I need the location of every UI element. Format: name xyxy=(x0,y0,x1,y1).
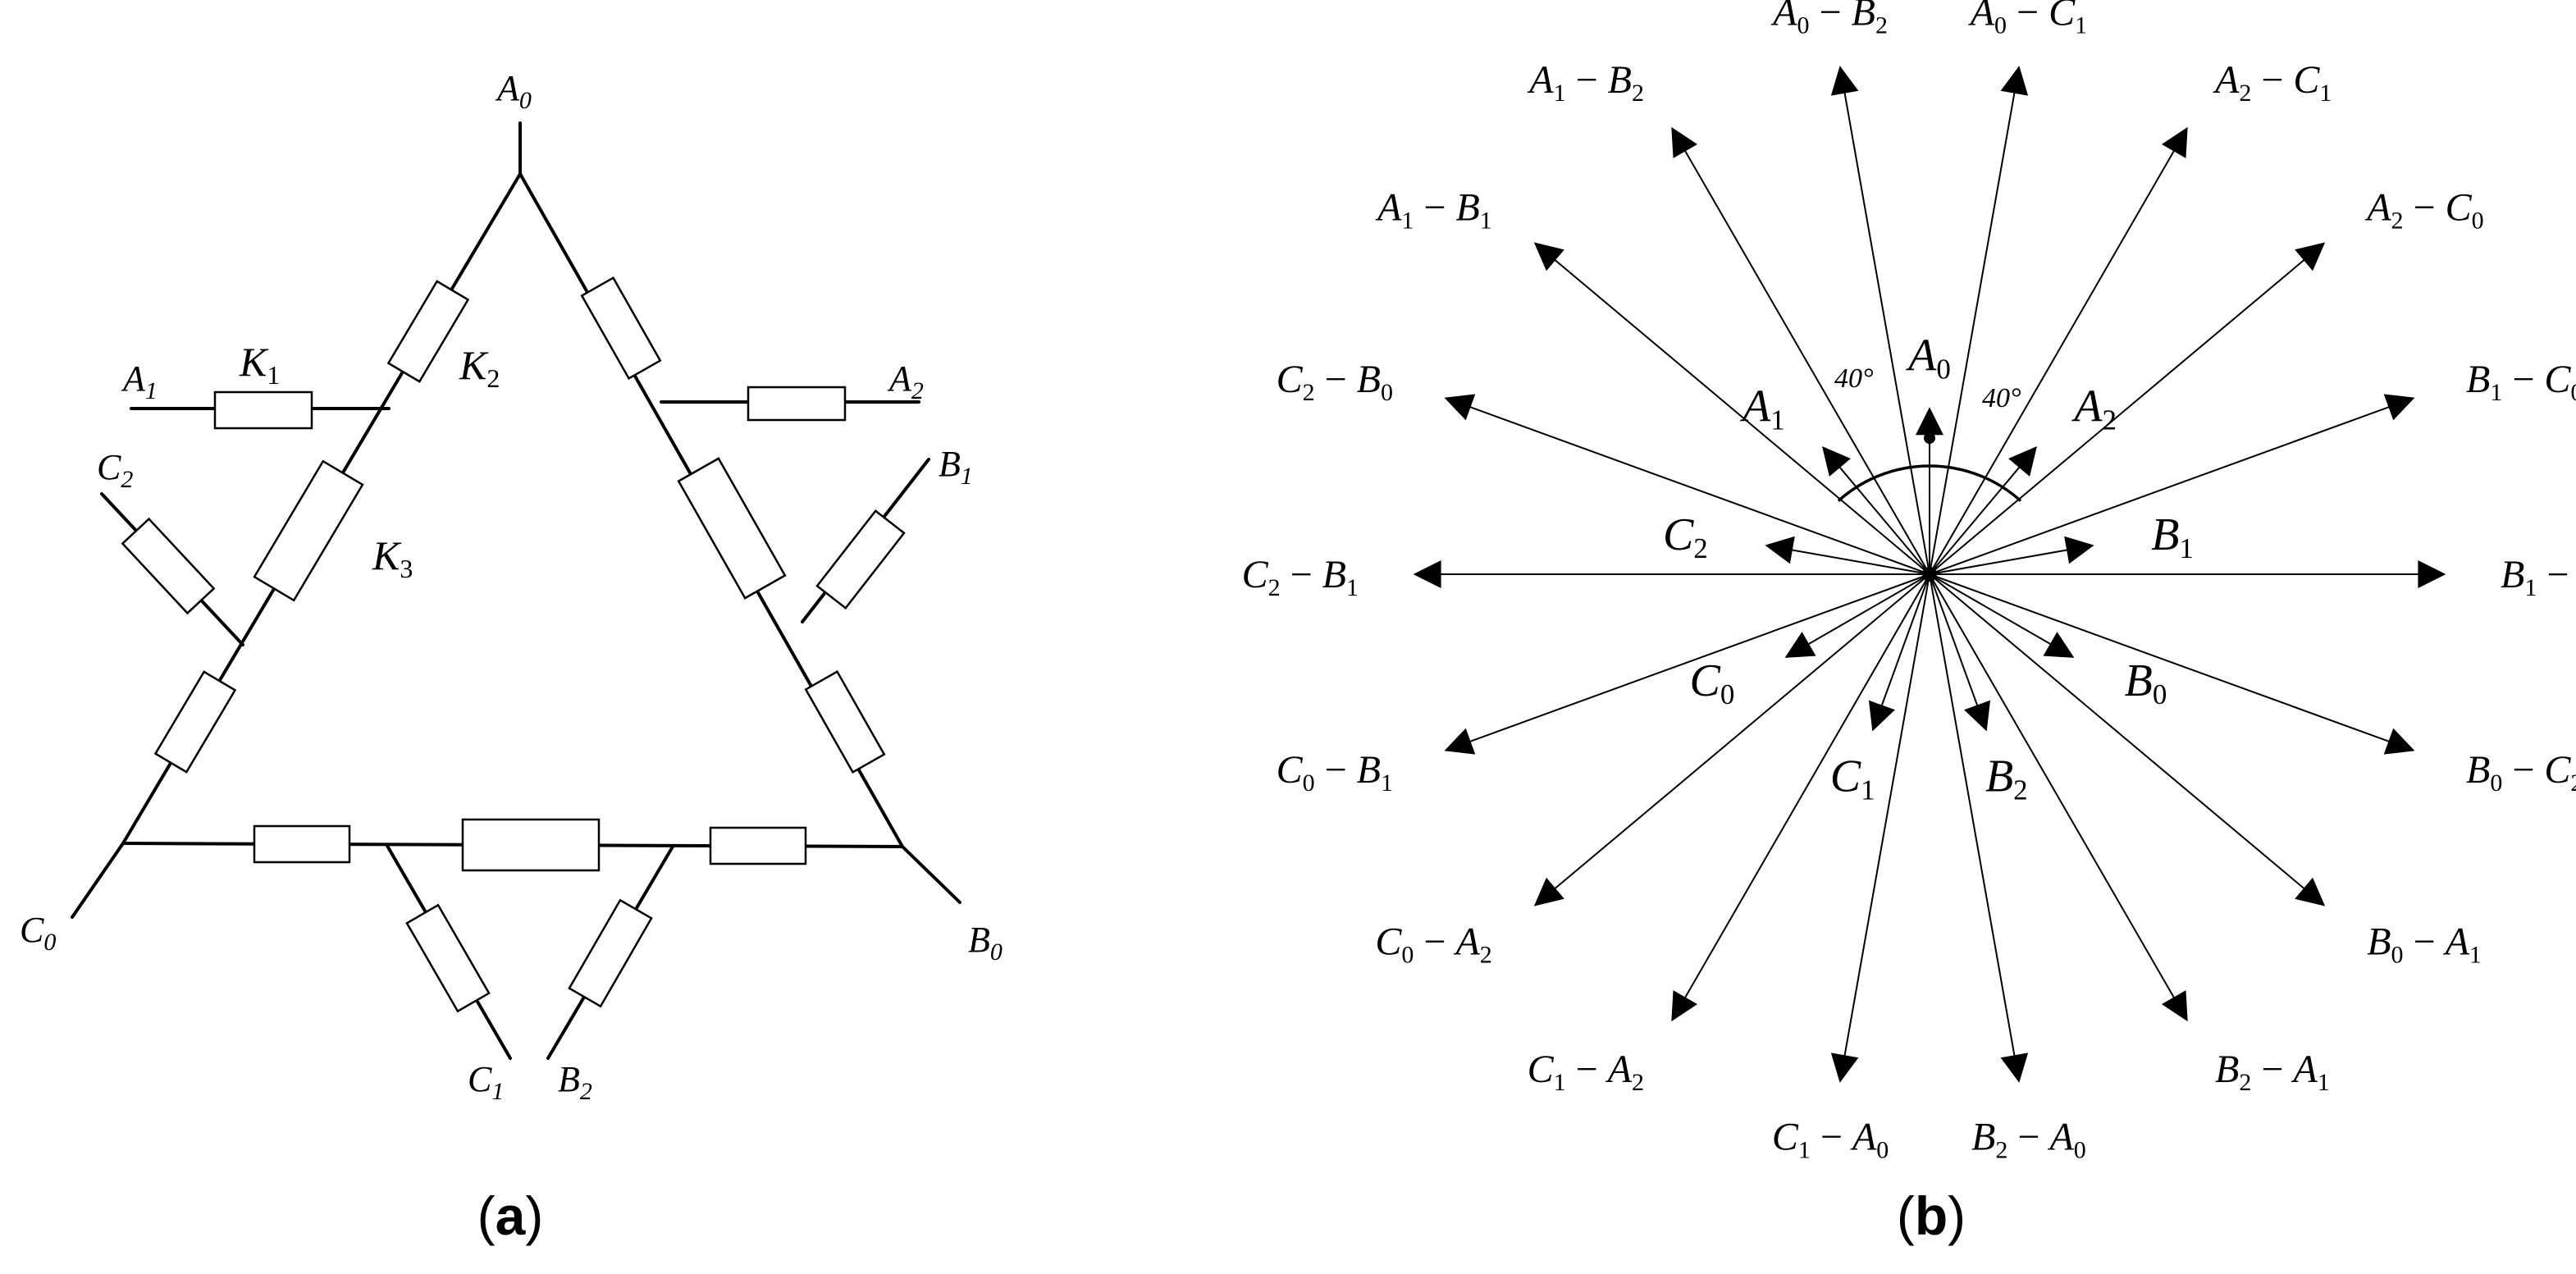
node-label-B0: B0 xyxy=(968,920,1003,966)
winding-circuit-diagram: A0 A1 A2 B0 B1 B2 C0 C1 C2 K1 K2 K3 (a) xyxy=(20,68,1003,1246)
phasor-arrow-A2-C0 xyxy=(1929,242,2326,575)
phasor-label-A2-C1: A2 − C1 xyxy=(2213,58,2332,107)
phasor-rays xyxy=(1413,66,2446,1083)
phasor-arrow-C1-A0 xyxy=(1830,573,1930,1083)
resistor-K3-left-mid xyxy=(253,459,364,602)
phasor-label-C1-A0: C1 − A0 xyxy=(1772,1115,1889,1163)
phasor-label-B0: B0 xyxy=(2125,655,2167,710)
lead-C0 xyxy=(71,842,125,919)
lead-B0 xyxy=(901,845,961,904)
phasor-arrow-C0-B1 xyxy=(1444,573,1930,755)
phasor-label-A1: A1 xyxy=(1739,381,1785,436)
phasor-arrow-C2-B0 xyxy=(1444,394,1930,575)
coefficient-label-K2: K2 xyxy=(459,342,500,393)
phasor-label-C0-B1: C0 − B1 xyxy=(1277,748,1393,797)
phasor-arrow-B0-C2 xyxy=(1929,573,2415,755)
phasor-label-B0-C2: B0 − C2 xyxy=(2466,748,2576,797)
phasor-label-A0-C1: A0 − C1 xyxy=(1968,0,2087,39)
phasor-arrow-B2-A0 xyxy=(1929,573,2029,1083)
phasor-label-C1-A2: C1 − A2 xyxy=(1528,1048,1644,1096)
phasor-label-A1-B2: A1 − B2 xyxy=(1527,58,1644,107)
phasor-arrow-C2 xyxy=(1765,536,1930,575)
phasor-arrow-C1-A2 xyxy=(1671,573,1930,1022)
phasor-label-C0-A2: C0 − A2 xyxy=(1375,920,1491,968)
resistor-bottom-right xyxy=(709,826,807,865)
phasor-label-B1-C2: B1 − C2 xyxy=(2501,553,2576,601)
phasor-arrow-B1 xyxy=(1929,536,2094,575)
resistor-B2-lead xyxy=(568,898,653,1008)
panel-b-caption: (b) xyxy=(1897,1185,1966,1246)
resistor-right-mid xyxy=(677,457,787,600)
resistor-bottom-left xyxy=(253,824,351,864)
phasor-label-B2-A1: B2 − A1 xyxy=(2215,1048,2330,1096)
phasor-label-B2: B2 xyxy=(1985,751,2028,806)
angle-arc-center-dot xyxy=(1924,432,1935,444)
phasor-arrow-A1-B1 xyxy=(1533,242,1930,575)
phasor-label-A0-B2: A0 − B2 xyxy=(1770,0,1888,39)
angle-label-right: 40° xyxy=(1982,383,2021,413)
resistor-left-bottom xyxy=(153,670,237,774)
phasor-arrow-B0-A1 xyxy=(1929,573,2326,906)
phasor-label-A0: A0 xyxy=(1905,331,1951,386)
resistor-A2-lead xyxy=(747,386,847,422)
node-label-A0: A0 xyxy=(495,68,532,114)
resistor-bottom-mid xyxy=(461,818,601,872)
resistor-C2-lead xyxy=(121,517,216,615)
panel-a-caption: (a) xyxy=(477,1185,544,1246)
angle-label-left: 40° xyxy=(1834,363,1874,394)
phasor-arrow-A2-C1 xyxy=(1929,126,2188,575)
node-label-A1: A1 xyxy=(121,358,158,404)
phasor-arrow-A1 xyxy=(1822,445,1930,575)
node-label-B1: B1 xyxy=(939,444,973,490)
phasor-label-B1-C0: B1 − C0 xyxy=(2466,358,2576,406)
phasor-arrow-A0-B2 xyxy=(1830,66,1930,575)
phasor-arrow-C1 xyxy=(1868,573,1930,732)
resistor-right-bottom xyxy=(804,669,886,774)
phasor-label-B0-A1: B0 − A1 xyxy=(2367,920,2482,968)
phasor-label-C2: C2 xyxy=(1663,509,1708,564)
phasor-arrow-B2 xyxy=(1929,573,1991,732)
phasor-arrow-A1-B2 xyxy=(1671,126,1930,575)
phasor-label-A1-B1: A1 − B1 xyxy=(1375,186,1492,235)
phasor-label-B1: B1 xyxy=(2151,509,2194,564)
node-label-C1: C1 xyxy=(468,1059,504,1105)
node-label-C2: C2 xyxy=(97,447,133,493)
phasor-arrow-B2-A1 xyxy=(1929,573,2188,1022)
phasor-arrow-C0-A2 xyxy=(1533,573,1930,906)
phasor-label-C2-B0: C2 − B0 xyxy=(1277,358,1393,406)
resistor-C1-lead xyxy=(405,903,491,1013)
phasor-arrow-C0 xyxy=(1784,573,1930,658)
phasor-label-C2-B1: C2 − B1 xyxy=(1242,553,1359,601)
coefficient-label-K3: K3 xyxy=(372,532,413,583)
coefficient-label-K1: K1 xyxy=(239,339,280,390)
phasor-label-C0: C0 xyxy=(1690,655,1735,710)
phasor-arrow-B1-C0 xyxy=(1929,394,2415,575)
angle-arc xyxy=(1837,464,2022,502)
phasor-label-A2: A2 xyxy=(2071,381,2117,436)
resistor-K2-left-top xyxy=(386,280,470,383)
phasor-label-A2-C0: A2 − C0 xyxy=(2364,186,2483,235)
node-label-B2: B2 xyxy=(558,1059,592,1105)
resistor-right-top xyxy=(580,276,662,381)
resistor-B1-lead xyxy=(815,509,906,610)
phasor-arrow-A2 xyxy=(1929,445,2037,575)
phasor-label-C1: C1 xyxy=(1830,751,1875,806)
phasor-arrow-B0 xyxy=(1929,573,2075,658)
phasor-origin xyxy=(1922,567,1937,582)
node-label-C0: C0 xyxy=(20,910,56,956)
resistor-A1-lead xyxy=(213,390,313,430)
phasor-label-B2-A0: B2 − A0 xyxy=(1971,1115,2086,1163)
node-label-A2: A2 xyxy=(887,358,924,404)
phasor-arrow-A0-C1 xyxy=(1929,66,2029,575)
